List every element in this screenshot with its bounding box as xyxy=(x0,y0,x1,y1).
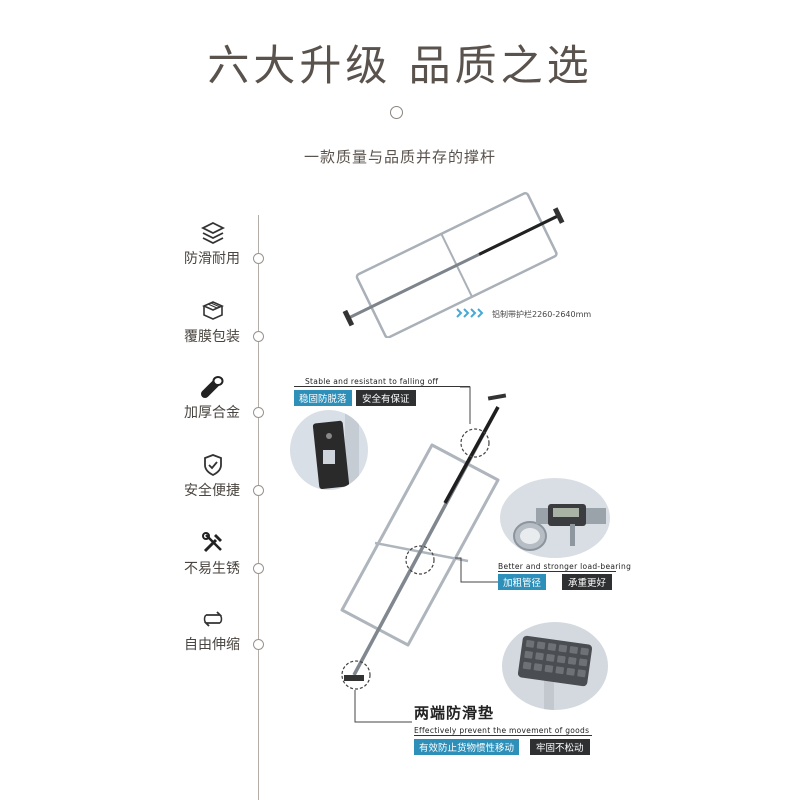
feature-item-rust-proof: 不易生锈 xyxy=(160,530,270,590)
callout-tube-tag2: 承重更好 xyxy=(562,574,613,590)
feature-item-anti-slip: 防滑耐用 xyxy=(160,220,270,280)
caliper-detail-image xyxy=(513,504,606,551)
feature-item-film-packing: 覆膜包装 xyxy=(160,298,270,358)
callout-pad-leader xyxy=(354,690,412,723)
callout-pad-tag1: 有效防止货物惯性移动 xyxy=(414,739,520,755)
callout-pad-title: 两端防滑垫 xyxy=(414,704,495,722)
feature-label: 自由伸缩 xyxy=(184,637,240,653)
timeline-dot xyxy=(253,331,264,342)
layers-icon xyxy=(200,221,226,245)
anti-slip-pad-image xyxy=(517,635,593,710)
feature-item-thick-alloy: 加厚合金 xyxy=(160,374,270,434)
tools-icon xyxy=(202,532,222,553)
vertical-bar-diagram xyxy=(340,393,507,690)
callout-pad-en: Effectively prevent the movement of good… xyxy=(414,726,590,735)
timeline-dot xyxy=(253,253,264,264)
callout-tube-en: Better and stronger load-bearing xyxy=(498,562,632,571)
callout-tube-rule xyxy=(498,571,616,572)
callout-tube-leader xyxy=(455,557,500,583)
page-subtitle: 一款质量与品质并存的撑杆 xyxy=(303,148,496,166)
page-title: 六大升级 品质之选 xyxy=(207,41,593,90)
feature-label: 不易生锈 xyxy=(184,561,240,577)
timeline-dot xyxy=(253,563,264,574)
callout-stable-en: Stable and resistant to falling off xyxy=(305,377,439,386)
callout-pad-tag2: 牢固不松动 xyxy=(530,739,590,755)
clamp-detail-image xyxy=(312,410,359,490)
callout-pad-rule xyxy=(414,735,592,736)
timeline-dot xyxy=(253,639,264,650)
feature-item-safe: 安全便捷 xyxy=(160,452,270,512)
dimension-label: 铝制带护栏2260-2640mm xyxy=(492,310,592,319)
callout-stable-tag1: 稳固防脱落 xyxy=(294,390,352,406)
shield-check-icon xyxy=(204,454,222,477)
horizontal-bar-diagram xyxy=(342,191,565,338)
timeline-dot xyxy=(253,485,264,496)
divider-ring xyxy=(390,106,403,119)
detail-bubble-clamp xyxy=(290,410,368,490)
feature-timeline-line xyxy=(258,215,259,800)
chevron-arrows-icon xyxy=(456,308,484,318)
feature-label: 防滑耐用 xyxy=(184,251,240,267)
callout-tube-tag1: 加粗管径 xyxy=(498,574,547,590)
callout-stable-tag2: 安全有保证 xyxy=(356,390,416,406)
feature-item-telescopic: 自由伸缩 xyxy=(160,606,270,666)
callout-stable-rule xyxy=(294,386,470,387)
feature-label: 安全便捷 xyxy=(184,483,240,499)
feature-label: 覆膜包装 xyxy=(184,329,240,345)
swap-arrows-icon xyxy=(203,611,223,627)
timeline-dot xyxy=(253,407,264,418)
feature-label: 加厚合金 xyxy=(184,405,240,421)
package-icon xyxy=(202,301,224,320)
detail-bubble-pad xyxy=(502,622,608,710)
callout-stable-leader xyxy=(460,386,471,424)
pipe-icon xyxy=(201,376,224,398)
detail-bubble-caliper xyxy=(500,478,610,558)
